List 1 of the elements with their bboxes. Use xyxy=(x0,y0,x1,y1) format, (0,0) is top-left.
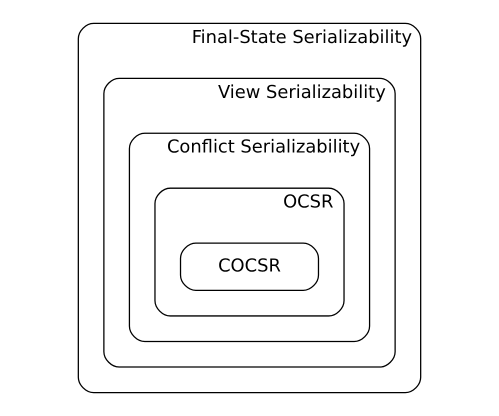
node-box: COCSR xyxy=(180,242,320,292)
